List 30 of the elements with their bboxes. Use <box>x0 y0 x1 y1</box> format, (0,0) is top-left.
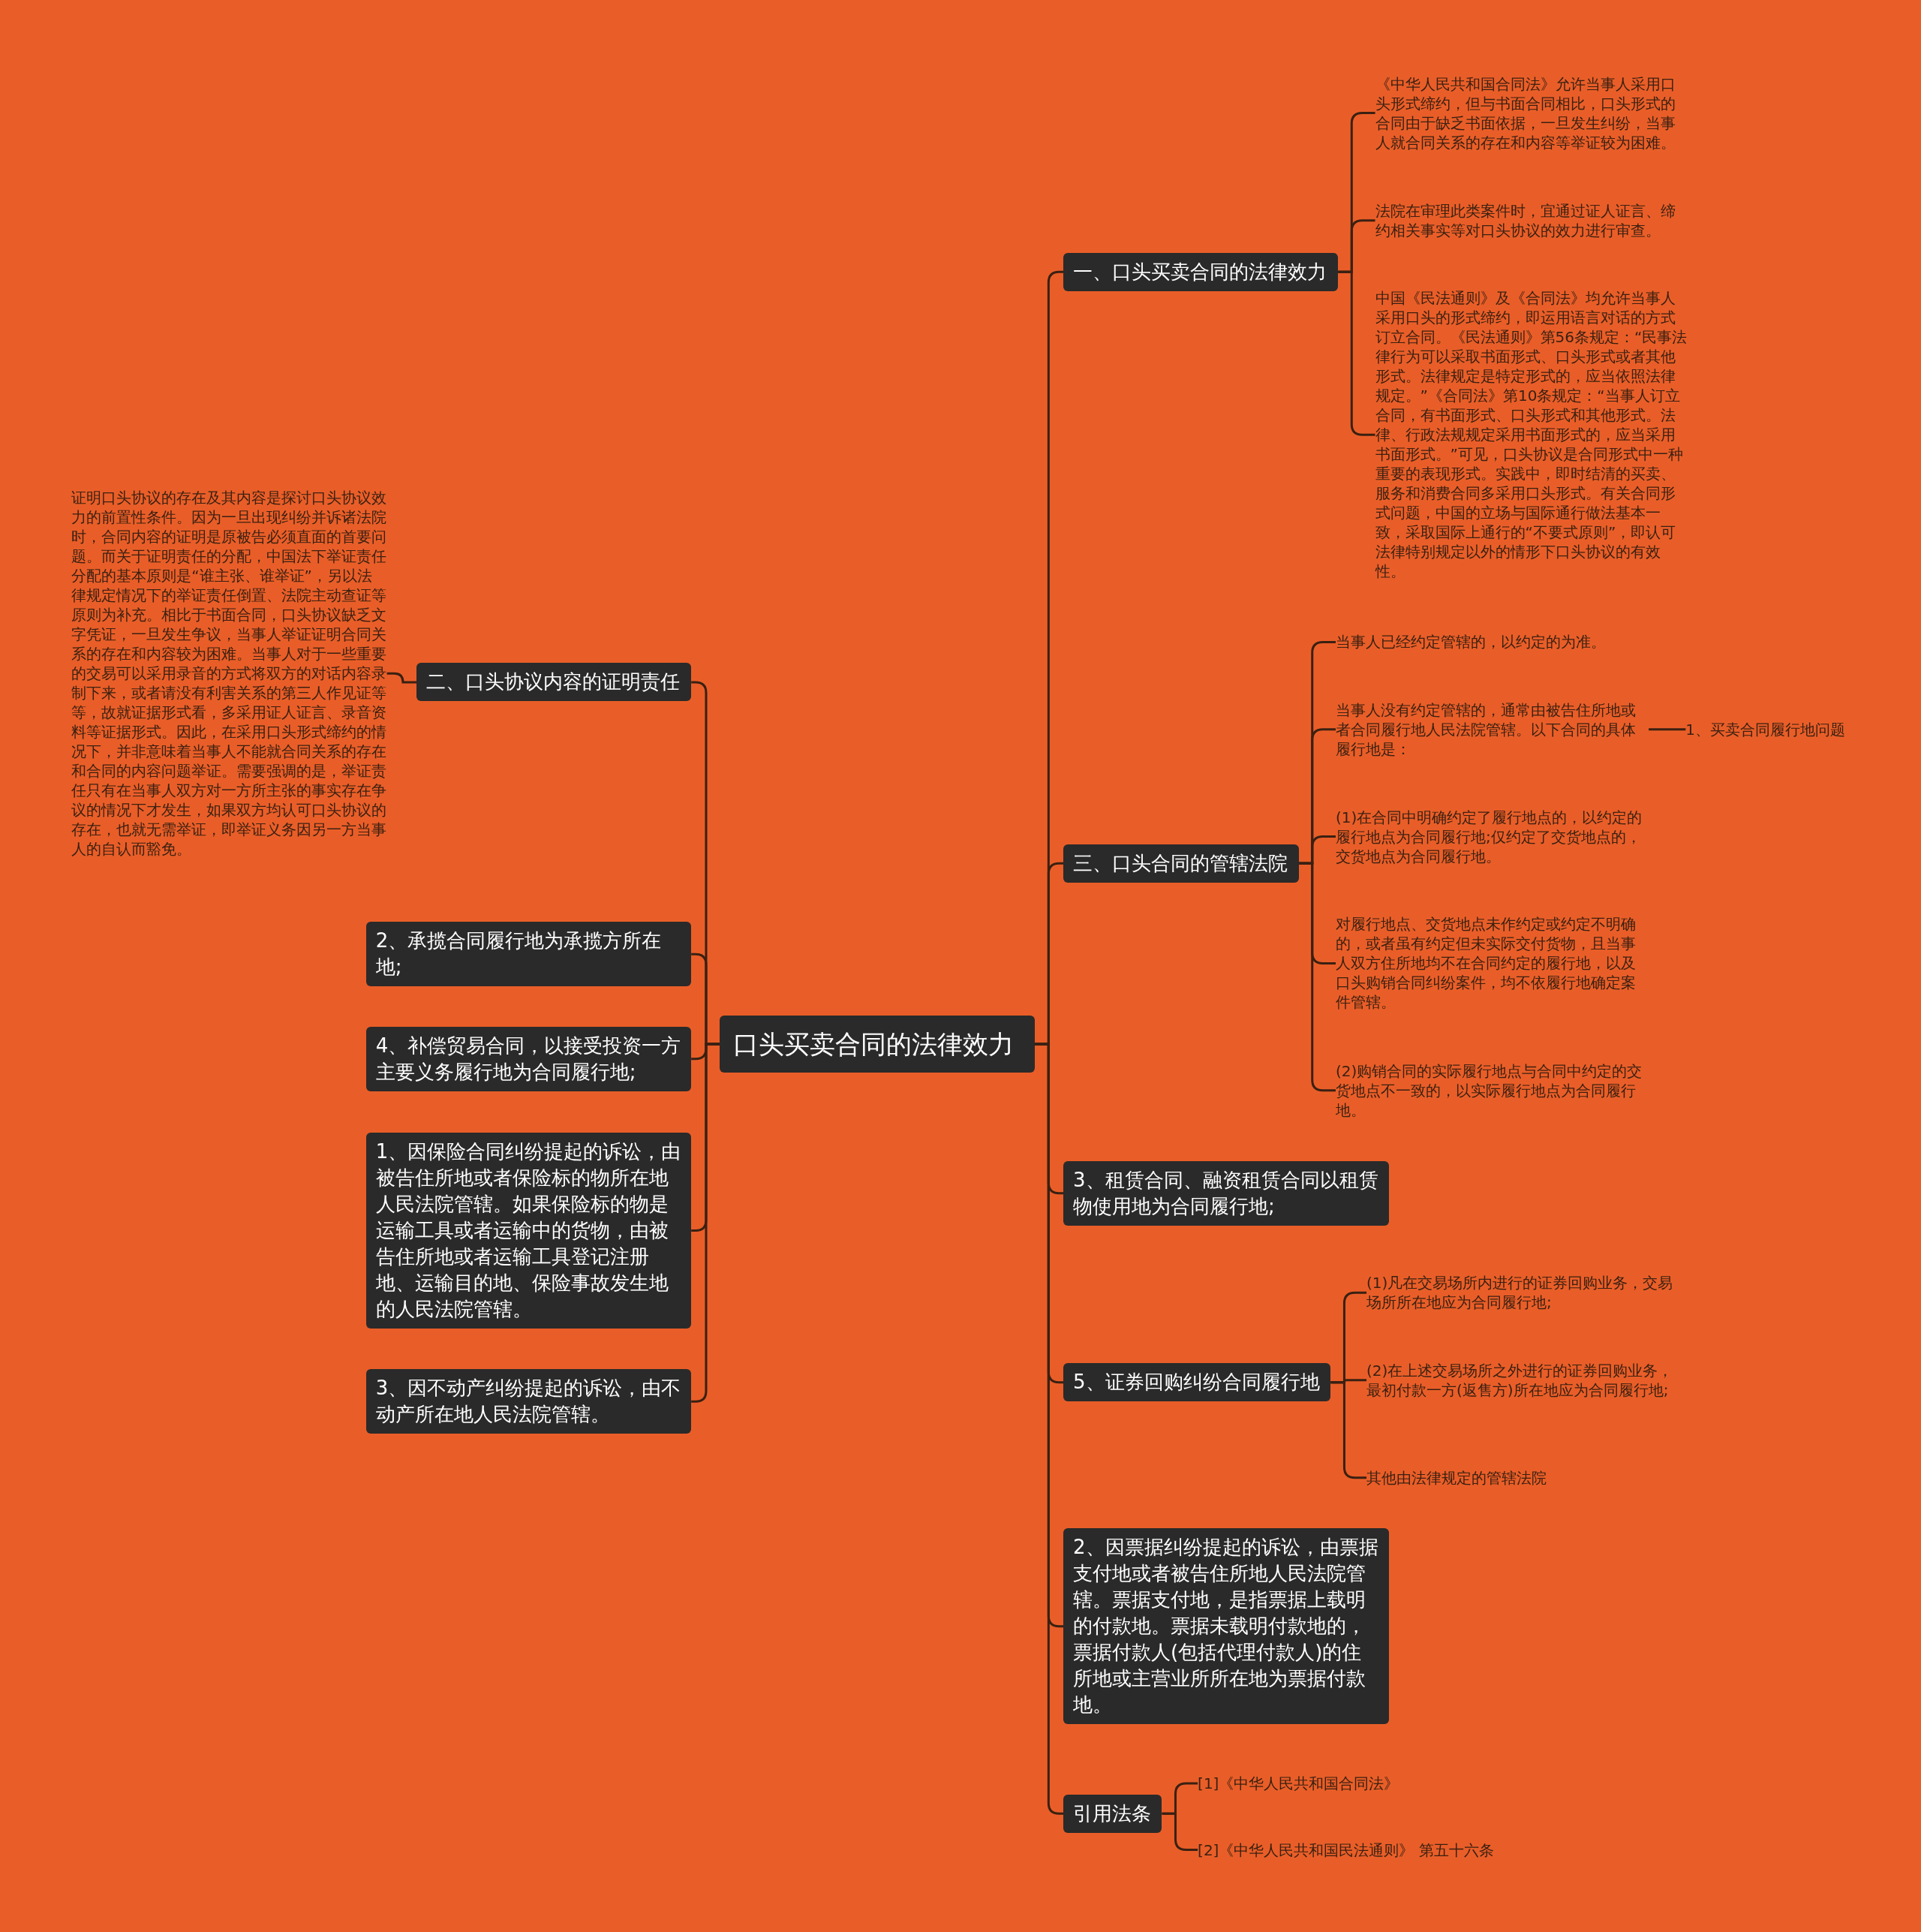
note-text: (2)在上述交易场所之外进行的证券回购业务，最初付款一方(返售方)所在地应为合同履行地; <box>1366 1360 1680 1400</box>
topic-box: 4、补偿贸易合同，以接受投资一方主要义务履行地为合同履行地; <box>365 1026 692 1091</box>
note-text: 对履行地点、交货地点未作约定或约定不明确的，或者虽有约定但未实际交付货物，且当事人双方住所地均不在合同约定的履行地，以及口头购销合同纠纷案件，均不依履行地确定案件管辖。 <box>1336 914 1649 1013</box>
topic-box: 二、口头协议内容的证明责任 <box>416 663 692 702</box>
note-text: (1)凡在交易场所内进行的证券回购业务，交易场所所在地应为合同履行地; <box>1366 1273 1680 1313</box>
topic-box: 3、因不动产纠纷提起的诉讼，由不动产所在地人民法院管辖。 <box>365 1369 692 1434</box>
topic-box: 三、口头合同的管辖法院 <box>1063 844 1299 883</box>
note-text: (1)在合同中明确约定了履行地点的，以约定的履行地点为合同履行地;仅约定了交货地点的，交货地点为合同履行地。 <box>1336 807 1649 866</box>
connector-line <box>1649 728 1686 731</box>
central-topic-box: 口头买卖合同的法律效力 <box>719 1016 1036 1073</box>
note-text: 《中华人民共和国合同法》允许当事人采用口头形式缔约，但与书面合同相比，口头形式的合同由于缺乏书面依据，一旦发生纠纷，当事人就合同关系的存在和内容等举证较为困难。 <box>1375 74 1688 152</box>
topic-box: 一、口头买卖合同的法律效力 <box>1063 252 1339 291</box>
topic-box: 引用法条 <box>1063 1794 1162 1833</box>
note-text: 证明口头协议的存在及其内容是探讨口头协议效力的前置性条件。因为一旦出现纠纷并诉诸法院时，合同内容的证明是原被告必须直面的首要问题。而关于证明责任的分配，中国法下举证责任分配的基本原则是“谁主张、谁举证”，另以法律规定情况下的举证责任倒置、法院主动查证等原则为补充。相比于书面合同，口头协议缺乏文字凭证，一旦发生争议，当事人举证证明合同关系的存在和内容较为困难。当事人对于一些重要的交易可以采用录音的方式将双方的对话内容录制下来，或者请没有利害关系的第三人作见证等等，故就证据形式看，多采用证人证言、录音资料等证据形式。因此，在采用口头形式缔约的情况下，并非意味着当事人不能就合同关系的存在和合同的内容问题举证。需要强调的是，举证责任只有在当事人双方对一方所主张的事实存在争议的情况下才发生，如果双方均认可口头协议的存在，也就无需举证，即举证义务因另一方当事人的自认而豁免。 <box>71 488 387 859</box>
connector-line <box>386 672 416 684</box>
topic-box: 5、证券回购纠纷合同履行地 <box>1063 1363 1331 1402</box>
note-text: 法院在审理此类案件时，宜通过证人证言、缔约相关事实等对口头协议的效力进行审查。 <box>1375 200 1688 240</box>
topic-box: 2、承揽合同履行地为承揽方所在地; <box>365 922 692 987</box>
note-text: 1、买卖合同履行地问题 <box>1685 719 1871 739</box>
note-text: 其他由法律规定的管辖法院 <box>1366 1467 1613 1488</box>
note-text: 中国《民法通则》及《合同法》均允许当事人采用口头的形式缔约，即运用语言对话的方式订立合同。《民法通则》第56条规定：“民事法律行为可以采取书面形式、口头形式或者其他形式。法律规定是特定形式的，应当依照法律规定。”《合同法》第10条规定：“当事人订立合同，有书面形式、口头形式和其他形式。法律、行政法规规定采用书面形式的，应当采用书面形式。”可见，口头协议是合同形式中一种重要的表现形式。实践中，即时结清的买卖、服务和消费合同多采用口头形式。有关合同形式问题，中国的立场与国际通行做法基本一致，采取国际上通行的“不要式原则”，即认可法律特别规定以外的情形下口头协议的有效性。 <box>1375 288 1688 582</box>
note-text: 当事人没有约定管辖的，通常由被告住所地或者合同履行地人民法院管辖。以下合同的具体履行地是： <box>1336 700 1649 759</box>
topic-box: 2、因票据纠纷提起的诉讼，由票据支付地或者被告住所地人民法院管辖。票据支付地，是指票据上载明的付款地。票据未载明付款地的，票据付款人(包括代理付款人)的住所地或主营业所所在地为票据付款地。 <box>1063 1528 1389 1725</box>
note-text: (2)购销合同的实际履行地点与合同中约定的交货地点不一致的，以实际履行地点为合同履行地。 <box>1336 1061 1649 1120</box>
topic-box: 1、因保险合同纠纷提起的诉讼，由被告住所地或者保险标的物所在地人民法院管辖。如果保险标的物是运输工具或者运输中的货物，由被告住所地或者运输工具登记注册地、运输目的地、保险事故发生地的人民法院管辖。 <box>365 1133 692 1329</box>
note-text: 当事人已经约定管辖的，以约定的为准。 <box>1336 632 1649 652</box>
topic-box: 3、租赁合同、融资租赁合同以租赁物使用地为合同履行地; <box>1063 1160 1389 1226</box>
connector-line <box>691 1043 720 1403</box>
note-text: [2]《中华人民共和国民法通则》 第五十六条 <box>1198 1840 1531 1860</box>
note-text: [1]《中华人民共和国合同法》 <box>1198 1773 1469 1793</box>
